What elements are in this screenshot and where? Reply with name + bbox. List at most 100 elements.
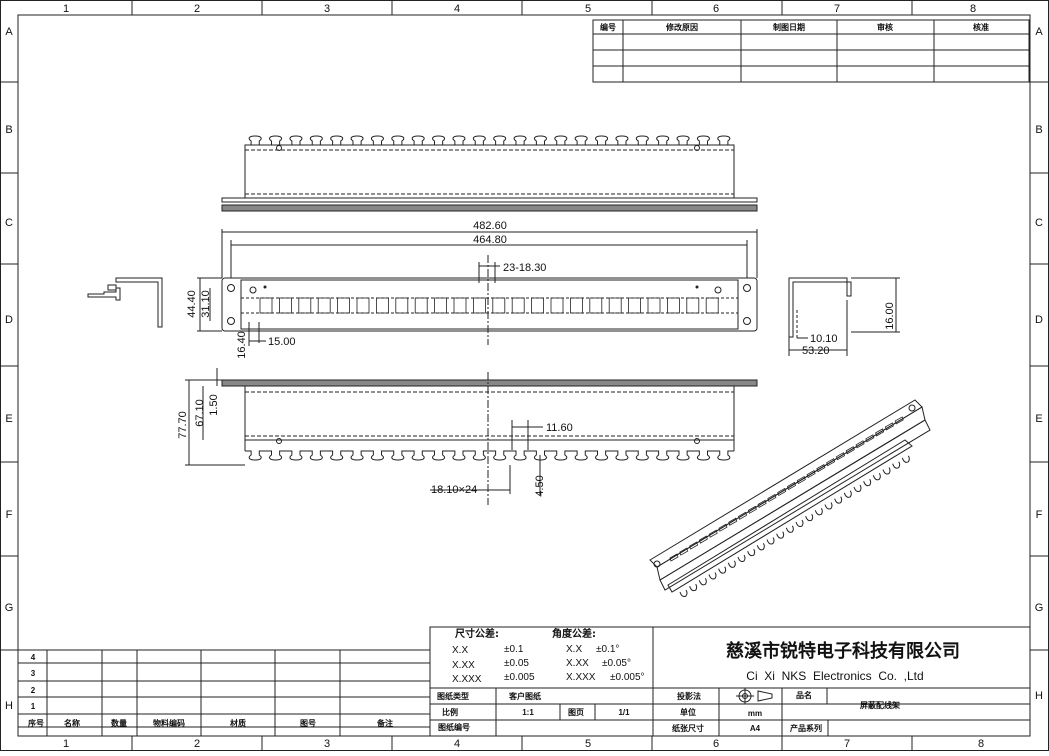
iso-port <box>708 529 718 538</box>
bom-row-4: 4 <box>31 653 36 662</box>
dim-77-70: 77.70 <box>177 411 189 439</box>
iso-port-openings <box>669 416 904 562</box>
iso-port <box>884 422 894 431</box>
zone-col-5-bottom: 5 <box>585 738 591 750</box>
zone-row-e-left: E <box>5 413 12 425</box>
tol-dim-key-2: X.XX <box>452 660 475 671</box>
top-screw-right <box>694 145 700 151</box>
tol-dim-key-1: X.X <box>452 645 468 656</box>
top-screw-left <box>276 145 282 151</box>
unit-value: mm <box>748 709 762 718</box>
port-opening <box>375 297 389 314</box>
mount-hole-bl <box>227 317 235 325</box>
zone-row-b-left: B <box>5 124 12 136</box>
iso-port <box>679 547 689 556</box>
dim-4-50: 4.50 <box>534 475 546 496</box>
cable-comb-top <box>245 135 734 146</box>
port-opening <box>686 297 700 314</box>
front-panel-inner <box>240 279 739 330</box>
unit-label: 单位 <box>680 707 696 717</box>
port-opening <box>705 297 719 314</box>
port-openings <box>259 297 719 314</box>
bom-header-qty: 数量 <box>111 718 127 728</box>
zone-row-g-right: G <box>1035 602 1044 614</box>
cable-comb-bottom <box>244 440 735 461</box>
dim-15: 15.00 <box>268 336 296 348</box>
zone-col-8-top: 8 <box>970 3 976 15</box>
rev-header-review: 审核 <box>877 22 893 32</box>
ground-screw-right <box>714 286 722 294</box>
dim-44: 44.40 <box>186 290 198 318</box>
bottom-view: 77.70 67.10 1.50 11.60 4.50 18.10×24 <box>177 368 758 505</box>
port-opening <box>550 297 564 314</box>
bom-header-material: 材质 <box>230 718 246 728</box>
iso-port <box>757 499 767 508</box>
zone-col-6-bottom: 6 <box>713 738 719 750</box>
port-opening <box>434 297 448 314</box>
iso-port <box>698 535 708 544</box>
marker-dot-left <box>263 285 267 289</box>
dim-53-20: 53.20 <box>802 345 830 357</box>
iso-port <box>894 416 904 425</box>
rev-header-reason: 修改原因 <box>665 22 698 32</box>
projection-label: 投影法 <box>677 691 701 701</box>
inner-frame <box>17 14 1031 737</box>
zone-row-f-left: F <box>6 509 13 521</box>
bottom-body <box>244 385 735 441</box>
tol-angle-key-2: X.XX <box>566 658 589 669</box>
zone-col-1-top: 1 <box>63 3 69 15</box>
zone-col-7-top: 7 <box>834 3 840 15</box>
zone-row-d-right: D <box>1035 314 1043 326</box>
dim-pitch: 23-18.30 <box>503 262 546 274</box>
page-label: 图页 <box>568 708 584 717</box>
iso-port <box>826 458 836 467</box>
iso-port <box>787 481 796 491</box>
bom-row-3: 3 <box>31 669 36 678</box>
product-name-label: 品名 <box>796 690 812 700</box>
angle-tolerance-title: 角度公差: <box>552 627 596 640</box>
bom-header-seq: 序号 <box>28 718 44 728</box>
mount-hole-tl <box>227 284 235 292</box>
paper-size-value: A4 <box>750 724 761 733</box>
iso-port <box>816 464 826 473</box>
top-view-flange <box>221 197 758 203</box>
zone-row-g-left: G <box>5 602 14 614</box>
marker-dot-right <box>695 285 699 289</box>
tol-angle-key-3: X.XXX <box>566 672 596 683</box>
iso-port <box>796 475 806 485</box>
zone-row-h-right: H <box>1035 690 1043 702</box>
title-block: 4 3 2 1 序号 名称 数量 物料编码 材质 图号 备注 尺寸公差: 角度公… <box>17 626 1031 737</box>
mount-hole-tr <box>743 284 751 292</box>
company-name-en: Ci Xi NKS Electronics Co. ,Ltd <box>746 669 923 683</box>
zone-col-7-bottom: 7 <box>844 738 850 750</box>
port-opening <box>414 297 428 314</box>
bom-row-1: 1 <box>31 702 36 711</box>
zone-col-5-top: 5 <box>585 3 591 15</box>
port-opening <box>356 297 370 314</box>
iso-port <box>718 523 728 532</box>
bottom-rail <box>221 379 758 387</box>
bom-header-remark: 备注 <box>376 718 393 728</box>
port-opening <box>628 297 641 314</box>
port-opening <box>531 297 544 314</box>
zone-col-4-top: 4 <box>454 3 460 15</box>
top-view <box>221 135 758 212</box>
port-opening <box>395 297 409 314</box>
tol-dim-val-2: ±0.05 <box>504 658 529 669</box>
dim-18-10x24: 18.10×24 <box>431 484 477 496</box>
iso-port <box>845 446 855 455</box>
scale-value: 1:1 <box>522 708 534 717</box>
zone-row-a-left: A <box>5 26 13 38</box>
zone-row-b-right: B <box>1035 124 1042 136</box>
port-opening <box>647 297 661 314</box>
zone-col-6-top: 6 <box>713 3 719 15</box>
zone-col-2-bottom: 2 <box>194 738 200 750</box>
right-side-view: 16.00 10.10 53.20 <box>788 277 900 357</box>
iso-port <box>865 434 875 443</box>
page-value: 1/1 <box>618 708 630 717</box>
bottom-screw-left <box>276 438 282 444</box>
iso-port <box>689 541 699 550</box>
ground-screw-left <box>249 286 257 294</box>
